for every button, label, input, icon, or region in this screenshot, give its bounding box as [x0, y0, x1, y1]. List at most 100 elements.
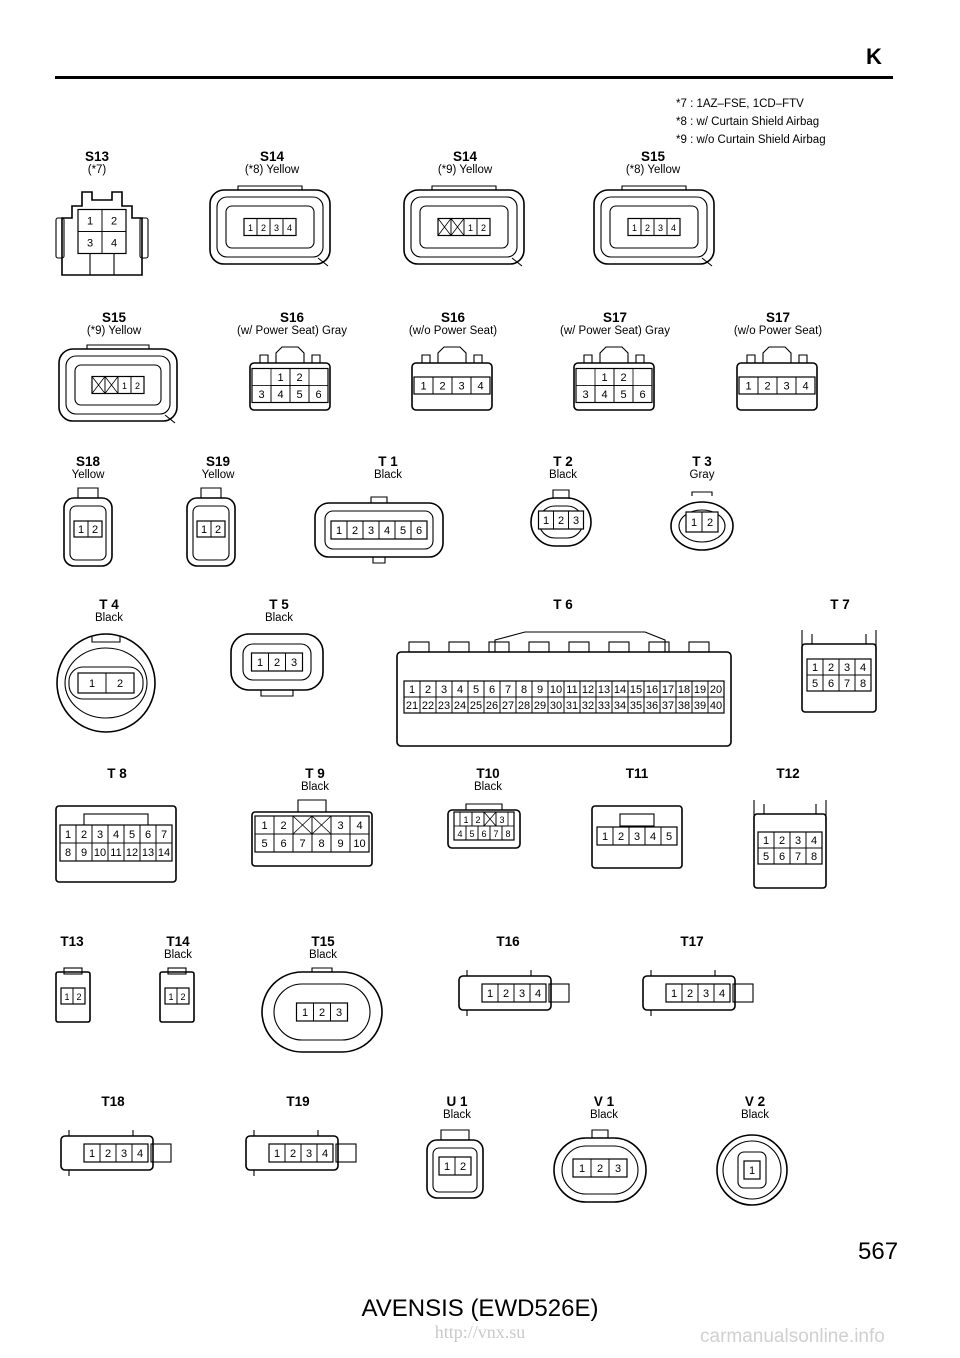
pin-number: 6: [828, 678, 834, 690]
pin-number: 18: [678, 684, 690, 696]
pin-number: 1: [168, 992, 173, 1002]
pin-number: 2: [618, 831, 624, 843]
pin-cell: [131, 1143, 149, 1163]
pin-cell: [701, 511, 719, 533]
pin-number: 35: [630, 700, 642, 712]
pin-number: 3: [458, 381, 464, 393]
pin-cell: [632, 385, 653, 403]
connector-description: Black: [163, 949, 193, 961]
pin-number: 3: [274, 223, 279, 233]
pin-number: 2: [290, 1148, 296, 1160]
connector-description: Black: [473, 781, 503, 793]
pin-number: 2: [425, 684, 431, 696]
connector-id: T 5: [269, 597, 289, 612]
pin-number: 25: [470, 700, 482, 712]
pin-cell: [568, 510, 584, 530]
pin-cell: [330, 1002, 348, 1022]
pin-number: 2: [558, 515, 564, 527]
pin-number: 3: [703, 988, 709, 1000]
pin-number: 2: [439, 381, 445, 393]
pin-number: 3: [844, 662, 850, 674]
pin-number: 8: [521, 684, 527, 696]
pin-number: 37: [662, 700, 674, 712]
pin-number: 4: [477, 381, 483, 393]
pin-number: 5: [620, 389, 626, 401]
pin-number: 6: [639, 389, 645, 401]
pin-number: 5: [129, 829, 135, 841]
connector-id: S18: [75, 454, 101, 469]
connector-description: (*9) Yellow: [437, 164, 493, 176]
pin-number: 4: [811, 835, 817, 847]
connector-description: (*9) Yellow: [86, 325, 142, 337]
pin-number: 17: [662, 684, 674, 696]
pin-number: 11: [110, 847, 121, 859]
pin-number: 2: [687, 988, 693, 1000]
pin-number: 1: [763, 835, 769, 847]
pin-number: 1: [463, 815, 468, 825]
pin-number: 3: [291, 657, 297, 669]
pin-number: 4: [860, 662, 866, 674]
pin-number: 4: [322, 1148, 328, 1160]
pin-cell: [72, 987, 86, 1005]
pin-cell: [854, 674, 872, 692]
connector-description: (*7): [87, 164, 107, 176]
pin-number: 12: [126, 847, 138, 859]
pin-number: 3: [441, 684, 447, 696]
pin-number: 1: [420, 381, 426, 393]
pin-number: 2: [481, 223, 486, 233]
pin-number: 2: [81, 829, 87, 841]
pin-number: 29: [534, 700, 546, 712]
pin-cell: [105, 672, 135, 694]
pin-number: 4: [601, 389, 607, 401]
pin-number: 3: [634, 831, 640, 843]
blank-pin-mark: [292, 815, 313, 835]
pin-number: 2: [215, 524, 221, 536]
pin-number: 3: [368, 525, 374, 537]
pin-number: 11: [566, 684, 577, 696]
connector-id: S17: [765, 310, 791, 325]
connector-outline: 1: [716, 1134, 788, 1206]
pin-number: 1: [302, 1007, 308, 1019]
pin-cell: [87, 520, 103, 538]
pin-number: 2: [105, 1148, 111, 1160]
pin-number: 6: [779, 851, 785, 863]
pin-number: 4: [277, 389, 283, 401]
pin-number: 1: [89, 1148, 95, 1160]
connector-id: T 8: [107, 766, 127, 781]
pin-number: 1: [601, 372, 607, 384]
pin-number: 1: [277, 372, 283, 384]
pin-number: 2: [76, 992, 81, 1002]
pin-number: 5: [666, 831, 672, 843]
watermark-url: http://vnx.su: [434, 1322, 526, 1342]
pin-number: 3: [121, 1148, 127, 1160]
pin-number: 1: [64, 992, 69, 1002]
pin-number: 4: [113, 829, 119, 841]
pin-number: 2: [319, 1007, 325, 1019]
connector-description: Black: [264, 612, 294, 624]
pin-number: 2: [828, 662, 834, 674]
pin-cell: [155, 842, 173, 862]
header-rule: [55, 76, 893, 79]
note-9: *9 : w/o Curtain Shield Airbag: [676, 134, 826, 146]
connector-id: V 2: [744, 1094, 766, 1109]
pin-number: 27: [502, 700, 514, 712]
pin-number: 13: [598, 684, 610, 696]
pin-number: 2: [620, 372, 626, 384]
